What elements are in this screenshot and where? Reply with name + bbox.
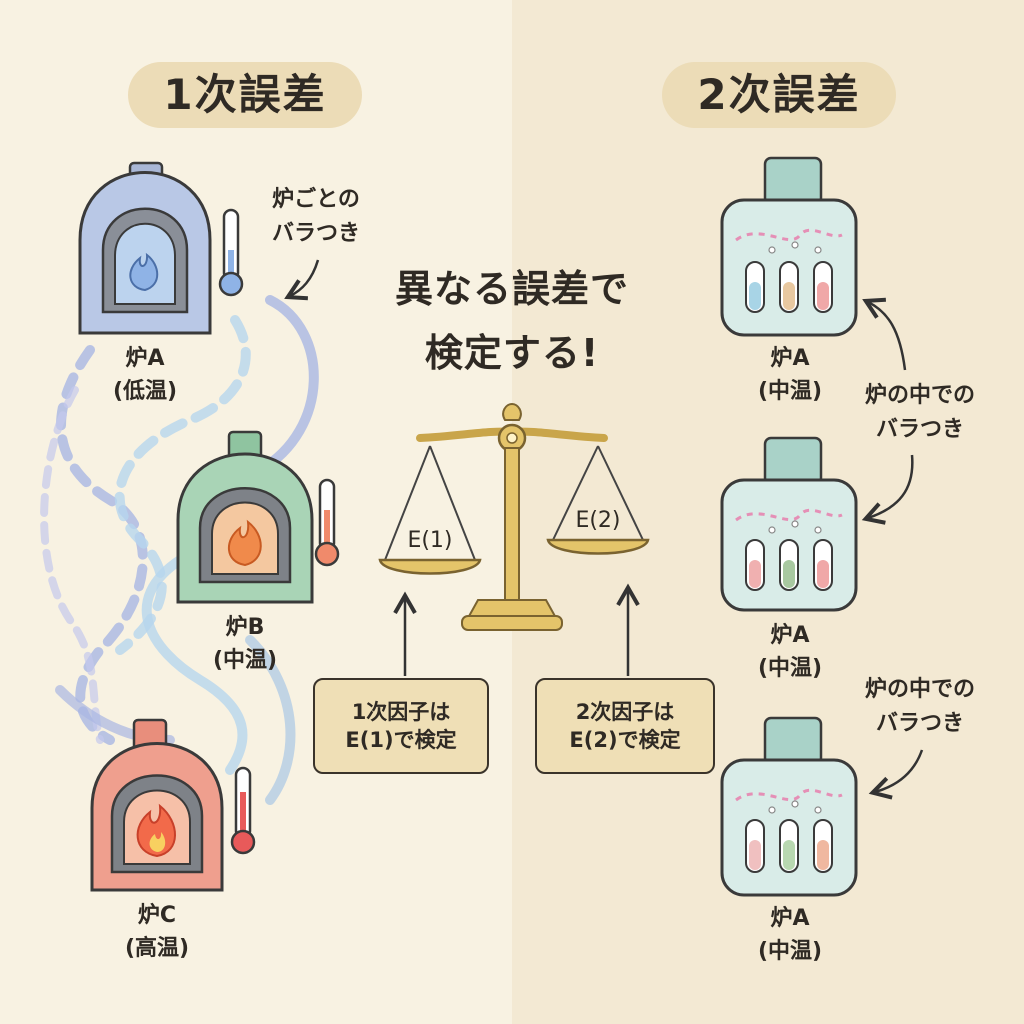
thermometer-red-icon xyxy=(230,766,256,855)
furnace-c-illustration xyxy=(90,718,224,892)
furnace-a-illustration xyxy=(78,161,212,335)
furnace-a-temp: (低温) xyxy=(112,379,178,404)
furnace-b-name: 炉B xyxy=(225,615,265,640)
right-annotation-arrow-down xyxy=(861,454,914,525)
secondary-factor-note: 2次因子は E(2)で検定 xyxy=(535,678,715,774)
left-annotation-line2: バラつき xyxy=(271,221,360,246)
furnace-b-temp: (中温) xyxy=(212,648,278,673)
right-annotation-1-line2: バラつき xyxy=(875,417,964,442)
header-primary-error: 1次誤差 xyxy=(128,62,362,128)
chamber-2-name: 炉A xyxy=(770,623,810,648)
furnace-a-name: 炉A xyxy=(125,346,165,371)
right-annotation-1-line1: 炉の中での xyxy=(864,383,975,408)
center-title-line1: 異なる誤差で xyxy=(394,267,629,311)
left-pan-label: E(1) xyxy=(407,528,453,553)
right-annotation-2-line2: バラつき xyxy=(875,711,964,736)
chamber-2-illustration xyxy=(720,436,858,612)
chamber-1-temp: (中温) xyxy=(757,379,823,404)
chamber-3-illustration xyxy=(720,716,858,897)
chamber-1-illustration xyxy=(720,156,858,337)
header-secondary-error: 2次誤差 xyxy=(662,62,896,128)
furnace-c-name: 炉C xyxy=(137,903,177,928)
right-annotation-2-arrow xyxy=(868,749,924,800)
right-annotation-arrow-up xyxy=(862,297,907,371)
chamber-3-temp: (中温) xyxy=(757,939,823,964)
left-annotation-arrow xyxy=(284,259,320,301)
balance-scale-icon xyxy=(378,402,650,631)
secondary-note-line2: E(2)で検定 xyxy=(569,728,681,752)
left-annotation-line1: 炉ごとの xyxy=(272,187,360,212)
right-pan-label: E(2) xyxy=(575,508,621,533)
furnace-b-illustration xyxy=(176,430,314,604)
thermometer-orange-icon xyxy=(314,478,340,567)
secondary-note-line1: 2次因子は xyxy=(575,699,675,724)
primary-note-line2: E(1)で検定 xyxy=(345,728,457,752)
chamber-1-name: 炉A xyxy=(770,346,810,371)
center-title-line2: 検定する! xyxy=(424,331,600,375)
right-annotation-2-line1: 炉の中での xyxy=(864,677,975,702)
furnace-c-temp: (高温) xyxy=(124,936,190,961)
primary-factor-note: 1次因子は E(1)で検定 xyxy=(313,678,489,774)
chamber-3-name: 炉A xyxy=(770,906,810,931)
primary-note-line1: 1次因子は xyxy=(351,699,451,724)
chamber-2-temp: (中温) xyxy=(757,656,823,681)
thermometer-blue-icon xyxy=(218,208,244,297)
